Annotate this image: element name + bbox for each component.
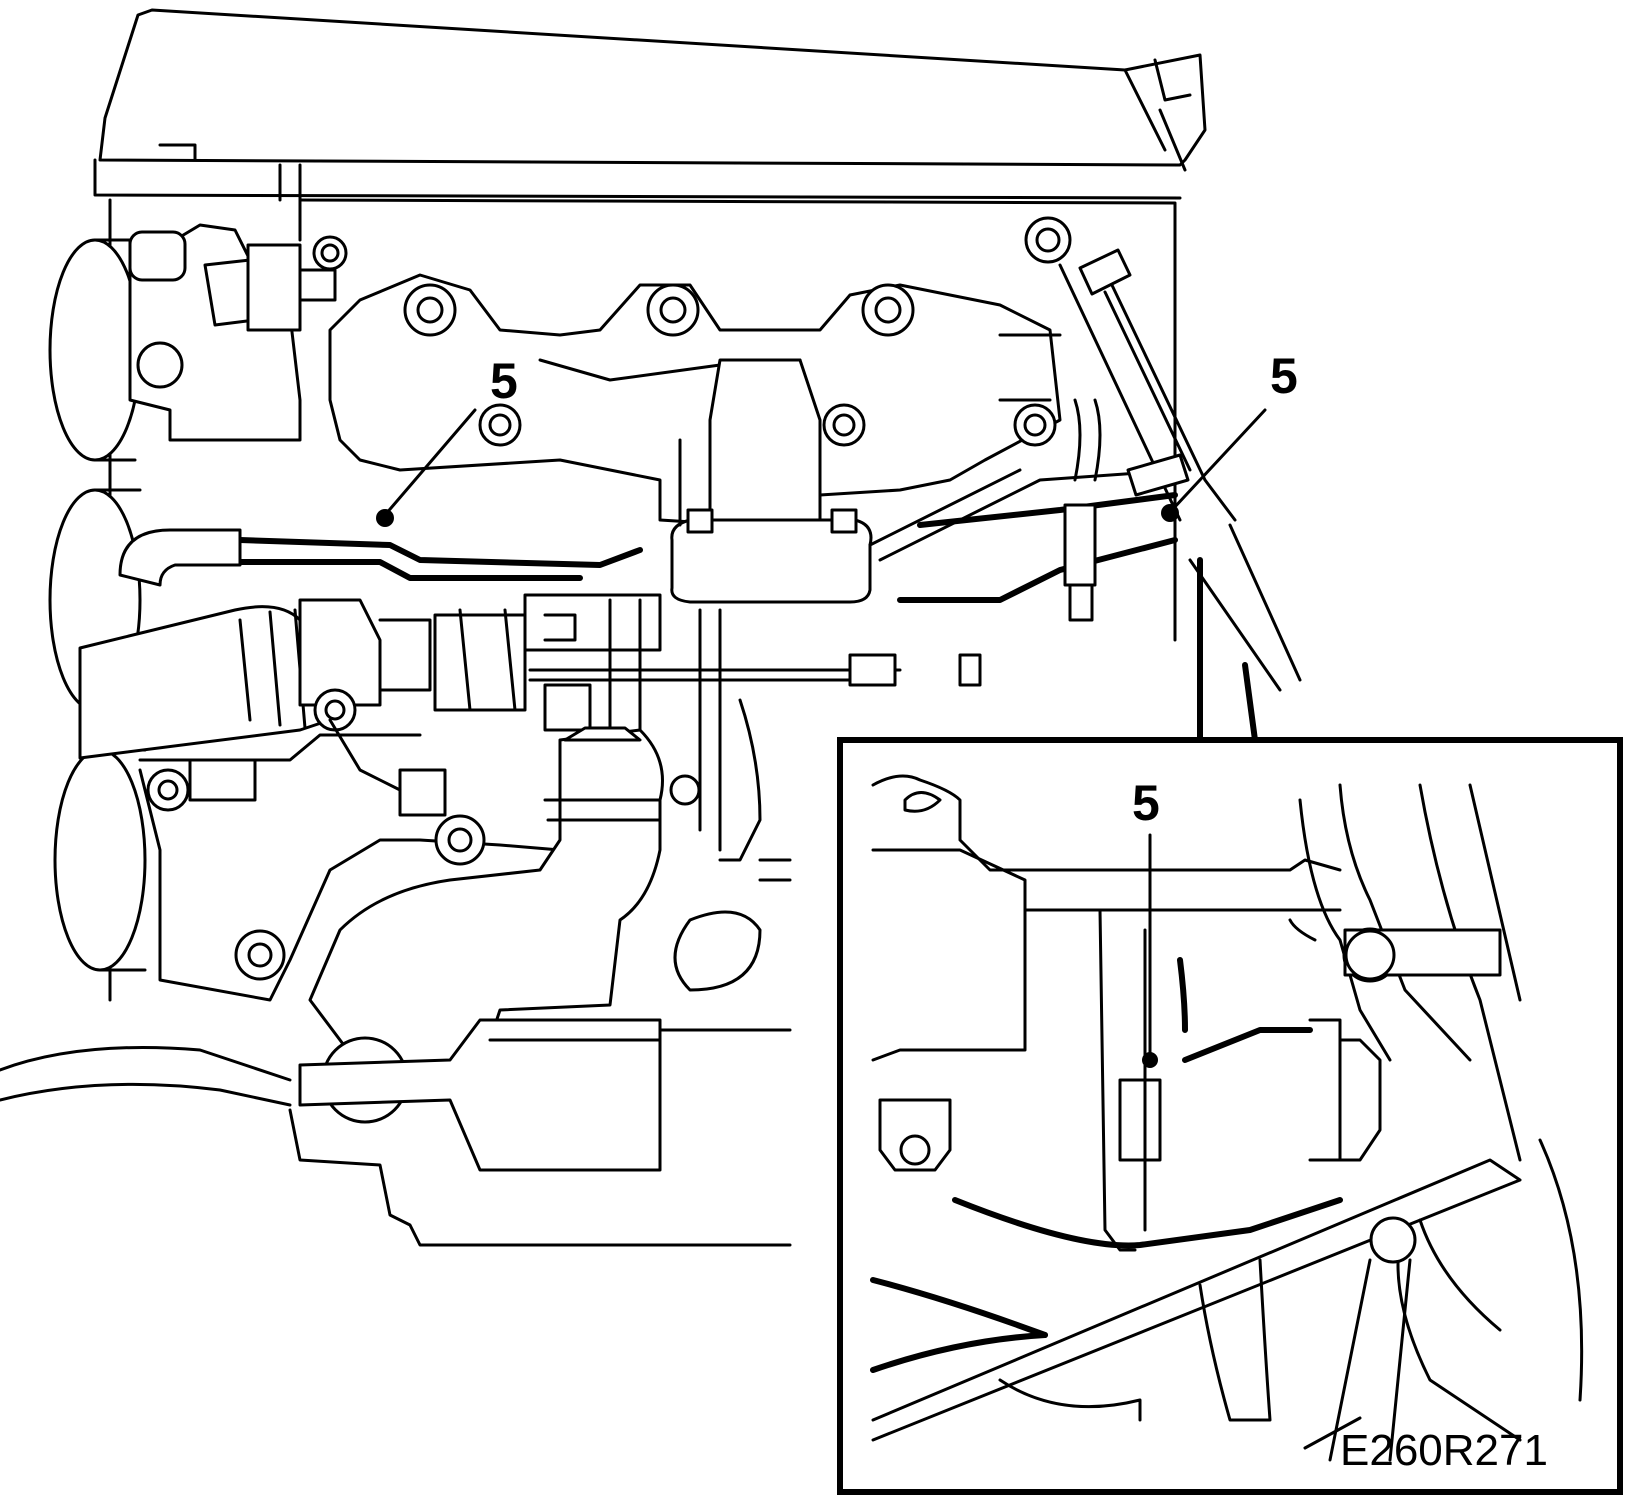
intake-hose [78,528,432,760]
callout-left: 5 [490,353,518,409]
reference-leader [1303,1416,1362,1450]
coolant-hose [298,726,664,1172]
callout-right: 5 [1270,348,1298,404]
egr-pipe [670,358,873,604]
lower-contours [0,858,792,1247]
exhaust-manifold [328,216,1072,532]
engine-main-view [0,8,1302,1247]
reference-code: E260R271 [1340,1426,1548,1475]
inset-zoom-lines [1197,557,1258,743]
callout-left-leader [376,408,477,527]
dipstick-tube [1058,248,1302,692]
middle-components [433,593,982,862]
callout-right-leader [1161,408,1267,522]
callout-inset: 5 [1132,775,1160,831]
thermostat-housing [128,223,348,442]
wiring-harness [237,398,1190,622]
inset-detail-view [837,737,1623,1495]
cylinder-head-cover [93,8,1207,202]
lower-bracket [138,688,562,1002]
inset-contents [870,774,1584,1462]
